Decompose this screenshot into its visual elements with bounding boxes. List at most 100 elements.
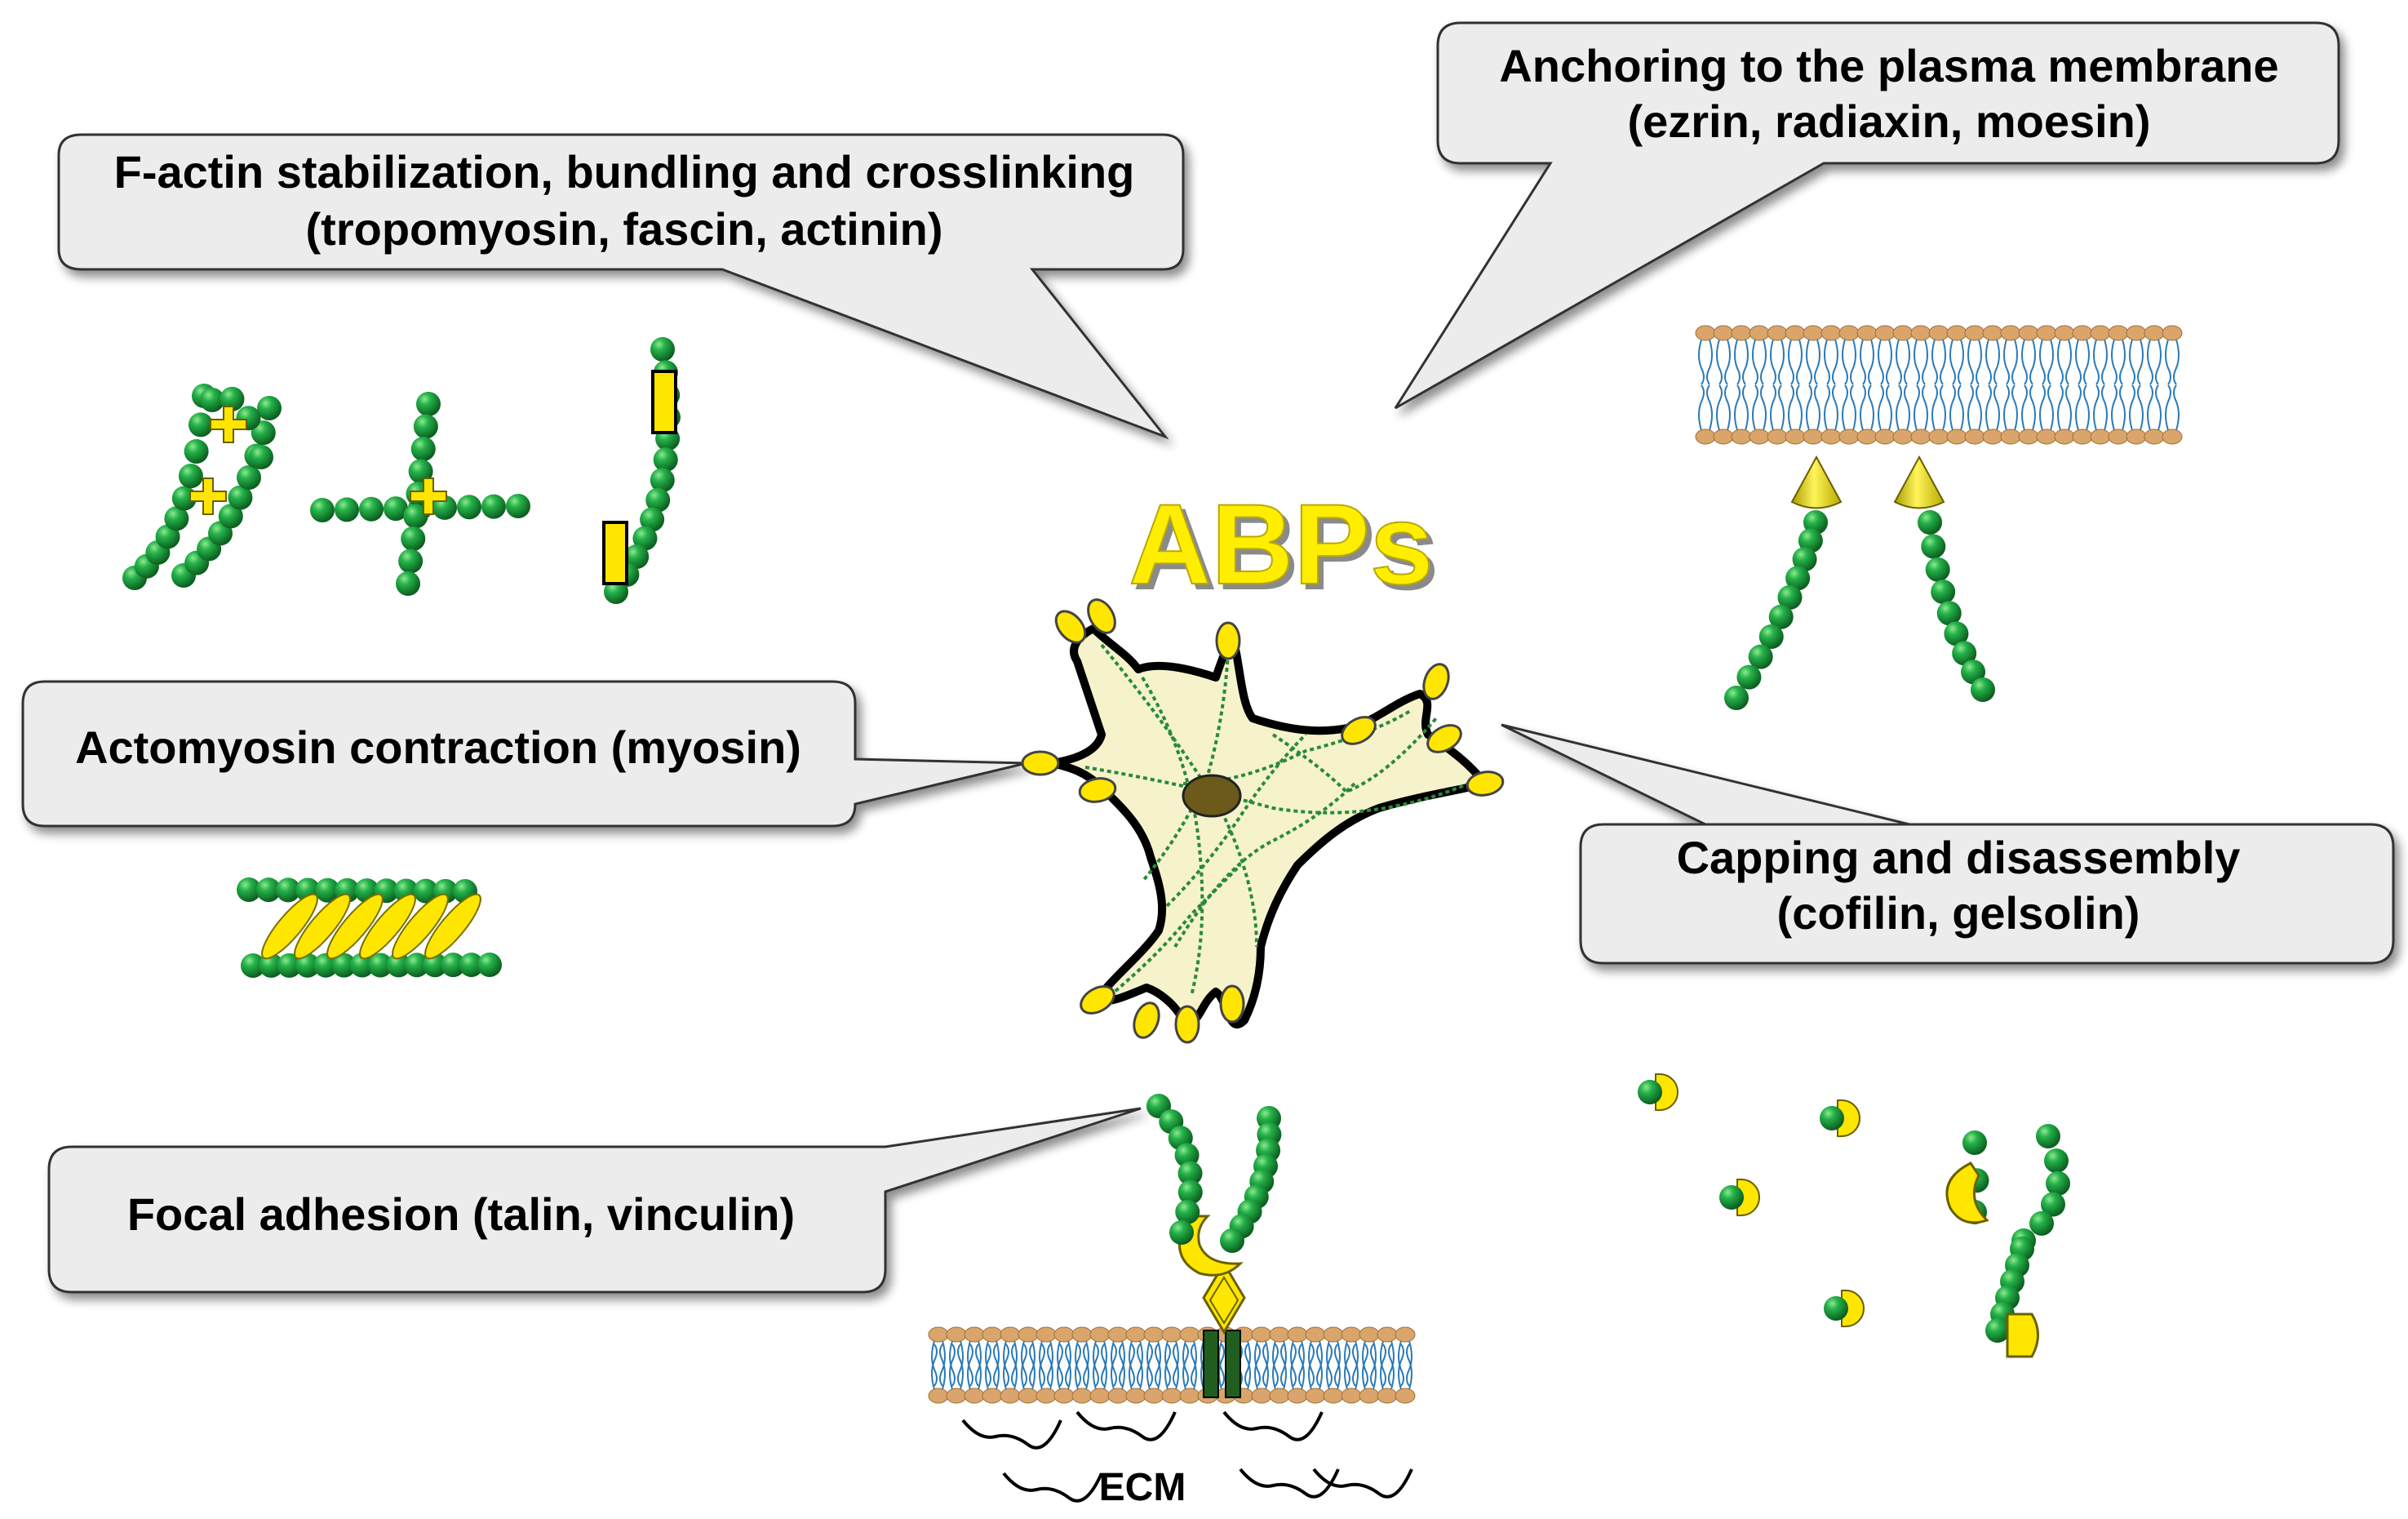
lipid-head	[1161, 1326, 1182, 1343]
lipid-head	[1377, 1388, 1398, 1404]
lipid-head	[1910, 325, 1931, 341]
lipid-tail	[2165, 339, 2180, 385]
lipid-head	[1287, 1326, 1308, 1343]
lipid-tail	[1254, 1340, 1269, 1387]
lipid-tail	[1380, 1340, 1395, 1387]
actin-bead	[2046, 1170, 2070, 1196]
lipid-tail	[985, 1340, 1000, 1387]
actin-bead	[257, 396, 282, 420]
lipid-tail	[1985, 339, 2000, 385]
lipid-head	[1359, 1388, 1380, 1404]
actin-bead	[256, 877, 282, 903]
actin-bead	[2044, 1148, 2069, 1174]
actin-bead	[200, 388, 224, 412]
lipid-head	[2108, 325, 2129, 341]
lipid-head	[982, 1388, 1003, 1404]
lipid-tail	[1698, 339, 1713, 385]
lipid-tail	[1752, 384, 1767, 431]
integrin-bar	[1225, 1330, 1241, 1398]
lipid-head	[1856, 325, 1878, 341]
lipid-tail	[1344, 1340, 1359, 1387]
lipid-head	[1018, 1388, 1039, 1404]
lipid-head	[1395, 1326, 1416, 1343]
actin-bead	[457, 495, 481, 520]
lipid-tail	[1878, 384, 1892, 431]
lipid-tail	[1896, 339, 1910, 385]
lipid-head	[1713, 325, 1734, 341]
actin-bead	[1175, 1199, 1200, 1224]
lipid-head	[946, 1388, 967, 1404]
lipid-tail	[2093, 339, 2108, 385]
lipid-head	[2054, 429, 2075, 445]
actin-bead	[386, 953, 411, 978]
callout-contraction	[21, 680, 1027, 828]
lipid-head	[1125, 1388, 1146, 1404]
actin-bead	[1918, 510, 1942, 535]
lipid-head	[1341, 1326, 1362, 1343]
actin-bead	[1985, 1318, 2010, 1343]
actin-bead	[2029, 1210, 2054, 1236]
lipid-head	[1107, 1326, 1129, 1343]
lipid-tail	[1344, 1344, 1359, 1390]
actin-bead	[506, 494, 530, 518]
lipid-tail	[1931, 339, 1946, 385]
lipid-head	[1143, 1326, 1164, 1343]
myosin-head	[392, 893, 449, 960]
actin-bead	[632, 526, 658, 551]
actin-bead	[220, 386, 245, 411]
vinculin-diamond	[1202, 1261, 1246, 1335]
lipid-tail	[2165, 384, 2180, 431]
lipid-tail	[1182, 1340, 1197, 1387]
lipid-head	[1269, 1326, 1290, 1343]
lipid-tail	[1914, 384, 1928, 431]
myosin-head	[359, 893, 416, 960]
lipid-tail	[1752, 339, 1767, 385]
lipid-tail	[1326, 1344, 1341, 1390]
lipid-tail	[1398, 1340, 1412, 1387]
lipid-tail	[1272, 1344, 1287, 1390]
talin-crescent	[1177, 1215, 1244, 1277]
lipid-head	[928, 1326, 949, 1343]
lipid-tail	[1734, 339, 1749, 385]
actin-bead	[441, 953, 466, 978]
lipid-tail	[1093, 1344, 1107, 1390]
actin-bead	[310, 498, 335, 522]
lipid-head	[1251, 1326, 1272, 1343]
lipid-head	[1035, 1326, 1057, 1343]
lipid-head	[1179, 1326, 1200, 1343]
actin-bead	[1777, 584, 1803, 610]
lipid-tail	[1949, 384, 1964, 431]
actin-bead	[2036, 1124, 2060, 1148]
myosin-head	[326, 893, 384, 960]
actin-bead	[1944, 621, 1969, 646]
myosin-head	[294, 893, 351, 960]
anchoring-line2: (ezrin, radiaxin, moesin)	[1627, 95, 2150, 147]
stabilization-line1: F-actin stabilization, bundling and cros…	[114, 146, 1135, 198]
lipid-tail	[2003, 384, 2018, 431]
lipid-tail	[1967, 384, 1982, 431]
lipid-head	[982, 1326, 1003, 1343]
lipid-tail	[1931, 384, 1946, 431]
lipid-head	[1287, 1388, 1308, 1404]
actin-bead	[1748, 644, 1773, 669]
actin-bead	[228, 485, 253, 510]
lipid-tail	[1146, 1344, 1161, 1390]
stabilization-illustration	[122, 337, 681, 604]
lipid-tail	[1254, 1344, 1269, 1390]
lipid-head	[1820, 325, 1842, 341]
actin-bead	[241, 953, 265, 978]
lipid-head	[1018, 1326, 1039, 1343]
lipid-head	[2072, 325, 2093, 341]
lipid-head	[1395, 1388, 1416, 1404]
lipid-tail	[1860, 384, 1874, 431]
lipid-head	[1749, 429, 1770, 445]
lipid-tail	[1021, 1340, 1035, 1387]
integrin-bar	[1203, 1330, 1219, 1398]
lipid-tail	[1949, 339, 1964, 385]
lipid-tail	[1146, 1340, 1161, 1387]
lipid-tail	[2057, 384, 2072, 431]
lipid-head	[928, 1388, 949, 1404]
actin-bead	[155, 524, 180, 549]
actin-bead	[259, 953, 284, 978]
lipid-tail	[1860, 339, 1874, 385]
